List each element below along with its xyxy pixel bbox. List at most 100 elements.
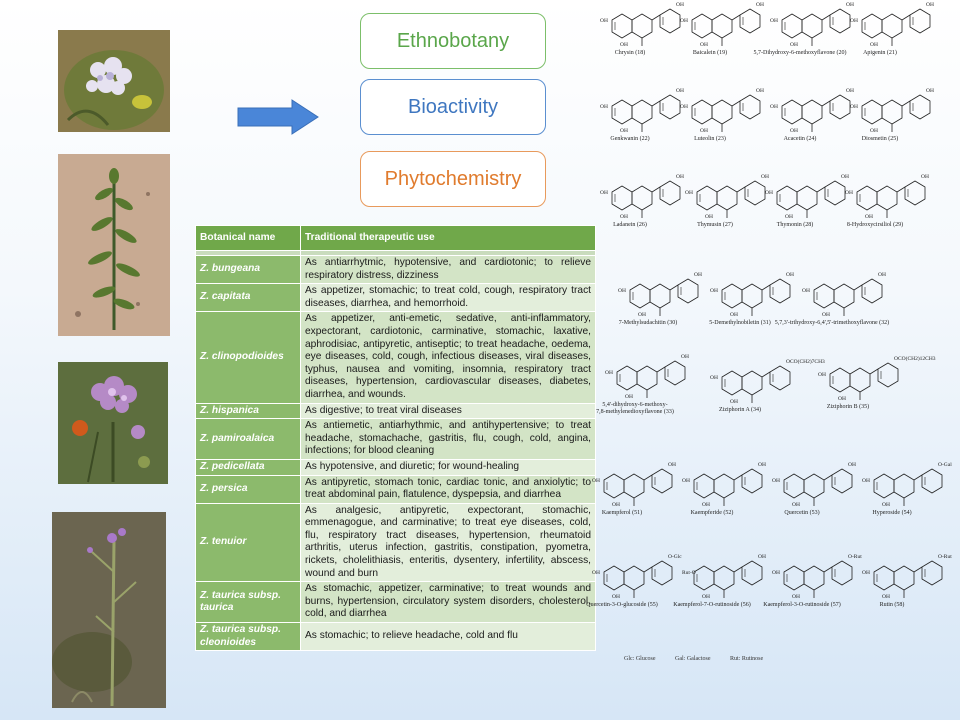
substituent-label: OH [921,174,929,180]
substituent-label: OH [792,594,800,600]
substituent-label: OH [681,354,689,360]
substituent-label: OH [700,42,708,48]
substituent-label: OH [882,502,890,508]
substituent-label: OH [850,18,858,24]
compound-label: Chrysin (18) [615,49,646,56]
substituent-label: OH [822,312,830,318]
substituent-label: OH [758,554,766,560]
substituent-label: OH [605,370,613,376]
bioactivity-label: Bioactivity [360,79,546,135]
compound-label: 7-Methylsudachitin (30) [619,319,678,326]
substituent-label: OH [862,570,870,576]
substituent-label: OH [770,104,778,110]
legend-glc: Glc: Glucose [624,656,656,662]
substituent-label: OH [702,502,710,508]
flavone-structure-icon [783,560,853,599]
compound-label: Kaempferide (52) [691,509,734,516]
compound-label: Quercetin-3-O-glucoside (55) [586,601,657,608]
substituent-label: OH [756,2,764,8]
flavone-structure-icon [856,180,926,219]
legend-rut: Rut: Rutinose [729,656,764,662]
therapeutic-use: As appetizer, stomachic; to treat cold, … [300,283,596,313]
flavone-structure-icon [861,94,931,133]
substituent-label: OH [638,312,646,318]
compound-label: Quercetin (53) [784,509,819,516]
compound-label: 5,7,3'-trihydroxy-6,4',5'-trimethoxyflav… [775,319,889,326]
flavone-structure-icon [693,468,763,507]
botanical-name: Z. hispanica [195,402,301,420]
therapeutic-use: As hypotensive, and diuretic; for wound-… [300,458,596,476]
substituent-label: OH [802,288,810,294]
compound-label: 5-Demethylnobiletin (31) [709,319,771,326]
compound-label: Luteolin (23) [694,135,726,142]
botanical-name: Z. capitata [195,283,301,313]
substituent-label: OH [700,128,708,134]
therapeutic-use: As digestive; to treat viral diseases [300,402,596,420]
substituent-label: OH [612,594,620,600]
substituent-label: OH [618,288,626,294]
compound-label: Thymonin (28) [777,221,814,228]
substituent-label: OH [758,462,766,468]
substituent-label: OH [765,190,773,196]
substituent-label: OH [694,272,702,278]
compound-label: Kaempferol-7-O-rutinoside (56) [673,601,750,608]
substituent-label: OH [730,312,738,318]
compound-label: Genkwanin (22) [610,135,649,142]
compound-label: 8-Hydroxycirsiliol (29) [847,221,903,228]
flavone-structure-icon [781,94,851,133]
substituent-label: OH [862,478,870,484]
flavone-structure-icon [813,278,883,317]
substituent-label: OH [620,128,628,134]
header-botanical-name: Botanical name [195,225,301,251]
substituent-label: OH [682,478,690,484]
flavone-structure-icon [829,362,899,401]
substituent-label: OH [926,2,934,8]
flavone-structure-icon [693,560,763,599]
substituent-label: OH [845,190,853,196]
phytochemistry-label: Phytochemistry [360,151,546,207]
flavone-structure-icon [629,278,699,317]
compound-label: Thymusin (27) [697,221,733,228]
compound-label: Baicalein (19) [693,49,727,56]
ethnobotany-label: Ethnobotany [360,13,546,69]
substituent-label: OH [705,214,713,220]
therapeutic-use: As antiarrhytmic, hypotensive, and cardi… [300,254,596,285]
compound-label: Kaempferol-3-O-rutinoside (57) [763,601,840,608]
botanical-name: Z. persica [195,474,301,504]
substituent-label: OH [680,18,688,24]
substituent-label: OH [772,570,780,576]
flavone-structure-icon [603,560,673,599]
substituent-label: OH [926,88,934,94]
botanical-name: Z. taurica subsp. taurica [195,581,301,624]
substituent-label: OH [785,214,793,220]
plant-photo-4 [52,512,166,708]
substituent-label: OH [865,214,873,220]
flavone-structure-icon [691,8,761,47]
compound-label: Apigenin (21) [863,49,897,56]
substituent-label: OH [676,174,684,180]
table-header-row: Botanical name Traditional therapeutic u… [195,225,596,251]
arrow-right-icon [237,99,319,135]
substituent-label: OH [600,104,608,110]
compound-label: Hyperoside (54) [872,509,911,516]
compound-label: Rutin (58) [880,601,905,608]
substituent-label: OH [848,462,856,468]
flavone-structure-icon [873,468,943,507]
substituent-label: OH [770,18,778,24]
flavone-structure-icon [611,94,681,133]
compound-label: Diosmetin (25) [862,135,899,142]
substituent-label: OH [772,478,780,484]
substituent-label: OH [685,190,693,196]
plant-photo-1 [58,30,170,132]
substituent-label: OH [680,104,688,110]
substituent-label: OH [850,104,858,110]
substituent-label: OH [600,18,608,24]
substituent-label: OH [600,190,608,196]
